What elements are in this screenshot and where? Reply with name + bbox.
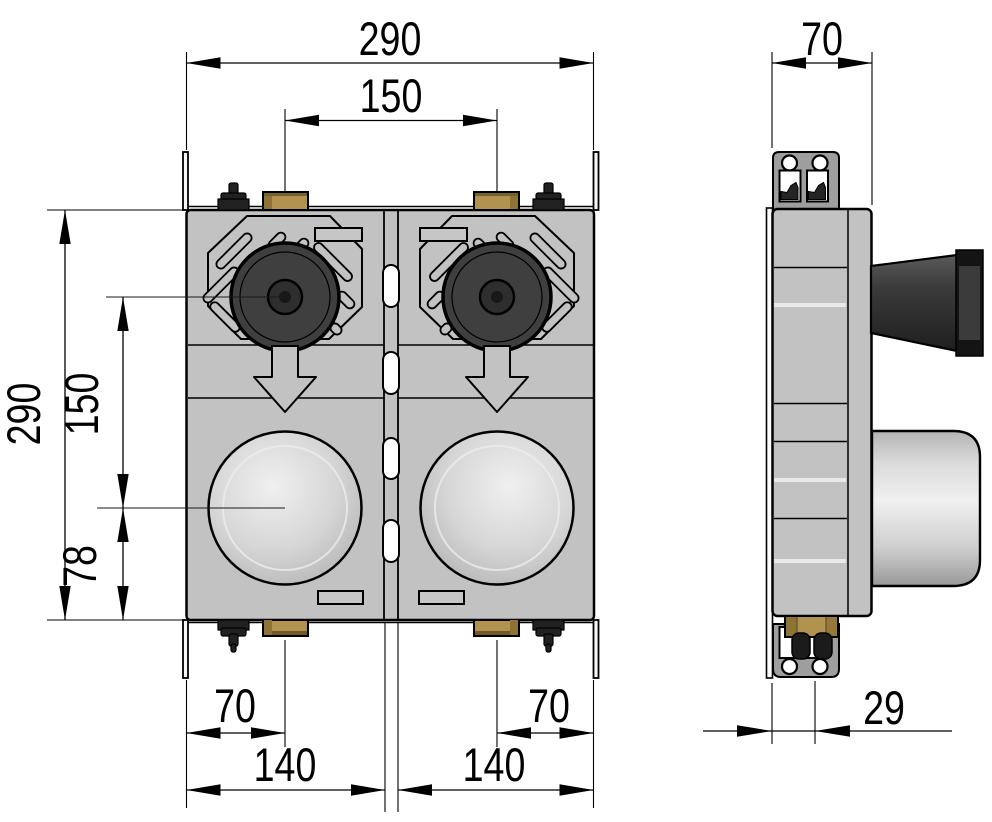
- wall-flanges: [182, 151, 600, 679]
- dim-front-overall-height: 290: [0, 383, 51, 446]
- dim-front-port-spacing: 150: [360, 70, 423, 123]
- valve-spout: [869, 249, 984, 357]
- side-brass-connection: [784, 615, 839, 638]
- side-view: [765, 151, 984, 679]
- dimension-annotations: 290 150 70 290 150 78: [0, 13, 952, 812]
- dim-module-width-left: 140: [254, 739, 317, 792]
- dim-port-to-edge-right: 70: [528, 680, 570, 733]
- dim-side-depth: 70: [801, 13, 843, 66]
- dim-plate-to-port: 29: [863, 682, 905, 735]
- dim-edge-to-port-left: 70: [214, 680, 256, 733]
- protective-cap-side: [870, 429, 982, 588]
- flange-bottom-left: [182, 619, 189, 679]
- top-mounting-bracket: [772, 151, 840, 211]
- dim-module-width-right: 140: [463, 739, 526, 792]
- bracket-screw-hole: [811, 657, 829, 676]
- bracket-screw-hole: [811, 154, 829, 172]
- flange-bottom-right: [592, 619, 600, 679]
- flange-top-right: [592, 151, 600, 211]
- dim-cap-to-bottom: 78: [54, 545, 107, 587]
- side-housing-body: [771, 207, 873, 618]
- center-connector-slots: [382, 264, 400, 563]
- dim-valve-to-cap: 150: [56, 373, 109, 436]
- flange-top-left: [182, 151, 189, 211]
- side-plugs: [791, 632, 833, 660]
- bracket-screw-hole: [780, 154, 799, 172]
- bracket-screw-hole: [780, 657, 799, 676]
- front-view: [182, 151, 600, 679]
- dim-front-overall-width: 290: [359, 13, 422, 66]
